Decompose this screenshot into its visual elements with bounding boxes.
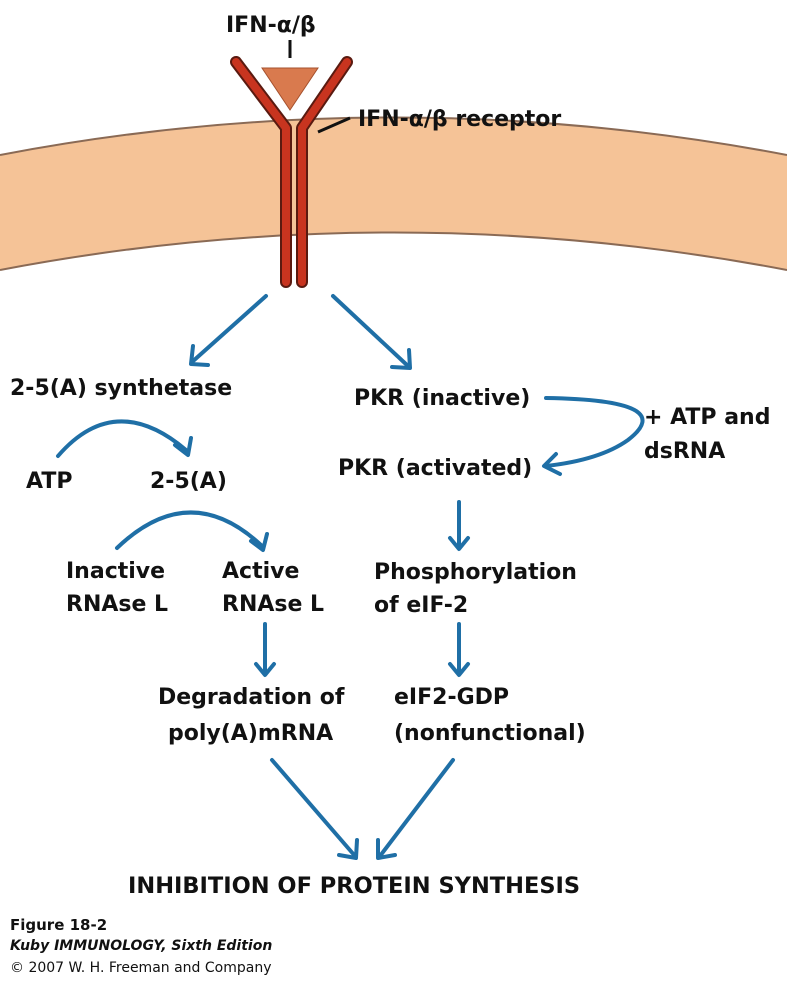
- synthetase-label: 2-5(A) synthetase: [10, 376, 232, 401]
- membrane-lower-edge-line: [0, 231, 787, 271]
- cell-membrane: [0, 117, 787, 270]
- membrane-upper-edge: [0, 116, 787, 156]
- final-outcome-label: INHIBITION OF PROTEIN SYNTHESIS: [128, 873, 580, 899]
- atp-label: ATP: [26, 469, 72, 494]
- ifn-receptor: [230, 56, 353, 288]
- degradation-line1: Degradation of: [158, 685, 345, 710]
- cofactor-line1: + ATP and: [644, 405, 770, 430]
- receptor-label: IFN-α/β receptor: [358, 107, 561, 132]
- figure-number: Figure 18-2: [10, 916, 108, 934]
- active-rnase-line1: Active: [222, 559, 299, 584]
- arrow-to-synthetase: [189, 294, 268, 367]
- arrow-eif2gdp-to-final: [376, 758, 455, 860]
- arrow-to-pkr: [331, 294, 412, 370]
- cofactor-line2: dsRNA: [644, 439, 725, 464]
- ligand-label: IFN-α/β: [226, 13, 316, 38]
- copyright: © 2007 W. H. Freeman and Company: [10, 960, 272, 976]
- eif2gdp-line1: eIF2-GDP: [394, 685, 509, 710]
- 25a-label: 2-5(A): [150, 469, 227, 494]
- receptor-pointer-line: [317, 116, 351, 134]
- arc-atp-to-25a: [56, 419, 193, 458]
- arrow-to-phosphorylation: [448, 500, 470, 551]
- arc-pkr-activation: [542, 396, 645, 476]
- arrow-degradation-to-final: [270, 758, 359, 860]
- arrow-to-degradation: [254, 622, 276, 677]
- pkr-inactive-label: PKR (inactive): [354, 386, 530, 411]
- phosphorylation-line2: of eIF-2: [374, 593, 468, 618]
- book-title: Kuby IMMUNOLOGY, Sixth Edition: [10, 938, 273, 954]
- ifn-ligand: [261, 67, 319, 111]
- inactive-rnase-line1: Inactive: [66, 559, 165, 584]
- arc-rnase-activation: [115, 510, 269, 552]
- eif2gdp-line2: (nonfunctional): [394, 721, 586, 746]
- active-rnase-line2: RNAse L: [222, 592, 324, 617]
- pkr-activated-label: PKR (activated): [338, 456, 532, 481]
- inactive-rnase-line2: RNAse L: [66, 592, 168, 617]
- arrow-to-eif2gdp: [448, 622, 470, 677]
- degradation-line2: poly(A)mRNA: [168, 721, 333, 746]
- phosphorylation-line1: Phosphorylation: [374, 560, 577, 585]
